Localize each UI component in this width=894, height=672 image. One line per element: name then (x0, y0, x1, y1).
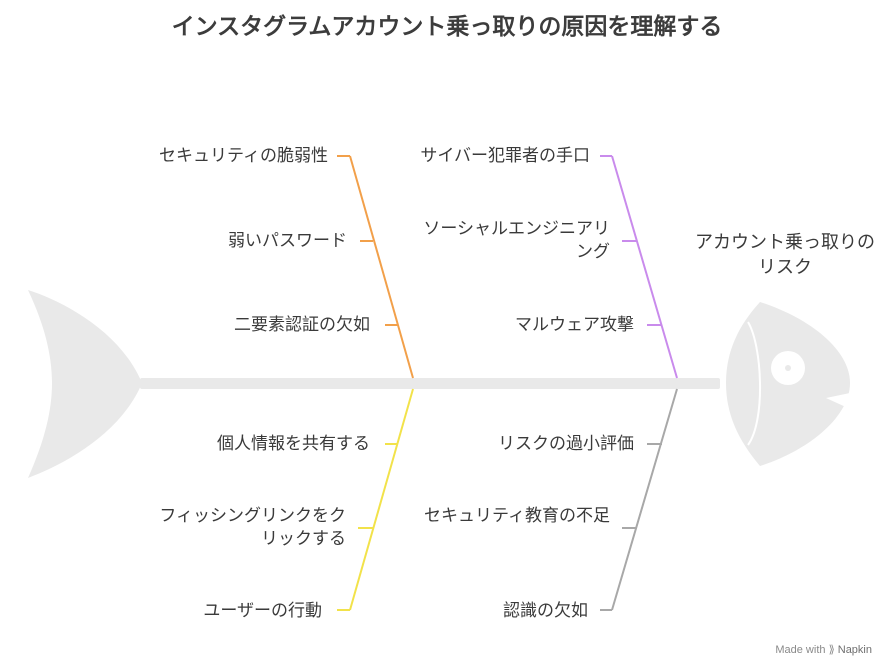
fish-mouth (826, 393, 850, 408)
cause-label: 二要素認証の欠如 (234, 315, 370, 335)
fish-gill (747, 321, 761, 446)
made-with-credit: Made with ⟫ Napkin (775, 643, 872, 656)
cause-label: 認識の欠如 (503, 601, 588, 621)
cause-label: フィッシングリンクをクリックする (159, 506, 346, 549)
fish-spine (140, 378, 720, 389)
cause-label: マルウェア攻撃 (515, 315, 634, 335)
branch-cybercriminal-methods (600, 155, 678, 379)
effect-label: アカウント乗っ取りのリスク (695, 232, 875, 278)
fish-tail-icon (28, 290, 142, 478)
branch-lack-of-awareness (600, 388, 678, 611)
fish-pupil (785, 365, 791, 371)
cause-label: ソーシャルエンジニアリング (423, 219, 610, 262)
cause-label: 弱いパスワード (228, 231, 347, 251)
napkin-brand: Napkin (837, 644, 872, 656)
cause-label: サイバー犯罪者の手口 (420, 146, 590, 166)
cause-label: 個人情報を共有する (217, 434, 370, 454)
cause-label: セキュリティ教育の不足 (424, 506, 610, 526)
cause-label: リスクの過小評価 (498, 434, 634, 454)
cause-label: セキュリティの脆弱性 (159, 146, 328, 166)
branch-security-vulnerabilities (337, 155, 414, 379)
made-with-text: Made with (775, 644, 826, 656)
napkin-logo-icon: ⟫ (828, 644, 835, 656)
branch-user-behavior (337, 388, 414, 611)
cause-label: ユーザーの行動 (203, 601, 322, 621)
page-title: インスタグラムアカウント乗っ取りの原因を理解する (171, 14, 723, 40)
